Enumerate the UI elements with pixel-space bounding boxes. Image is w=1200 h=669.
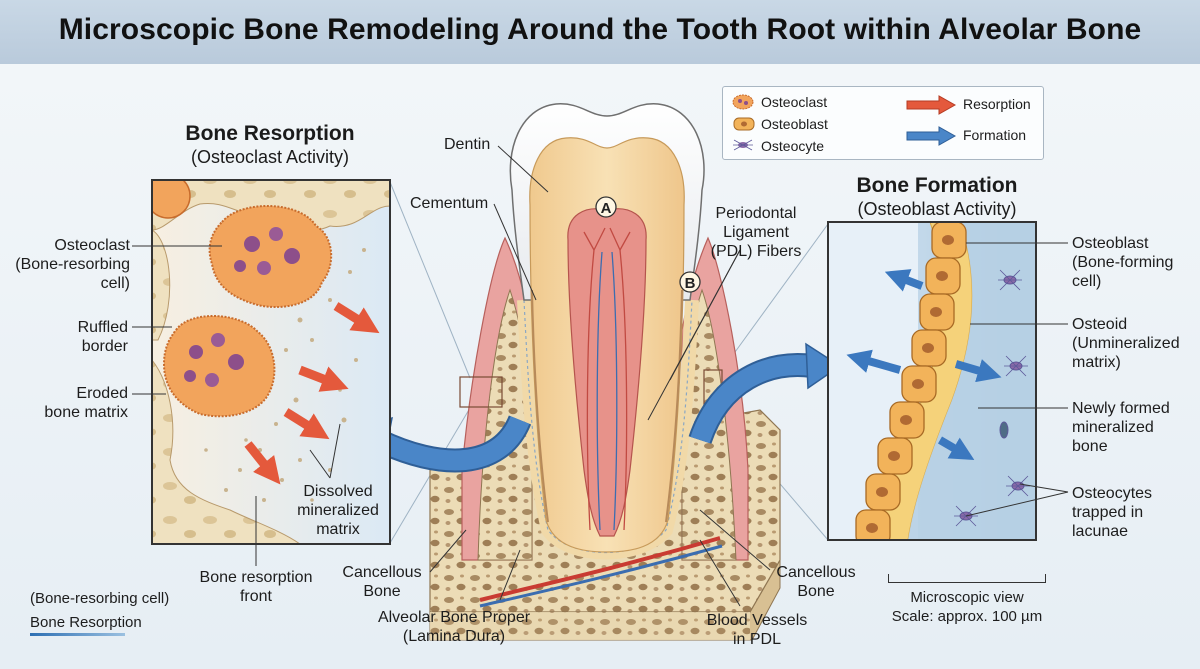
bottom-left-note: (Bone-resorbing cell) bbox=[30, 590, 170, 607]
label-pdl-fibers: Periodontal Ligament (PDL) Fibers bbox=[694, 204, 818, 261]
label-eroded-line1: Eroded bbox=[76, 385, 128, 402]
label-ruffled-border: Ruffled border bbox=[10, 318, 128, 356]
osteoclast-cell bbox=[162, 314, 276, 418]
formation-heading: Bone Formation (Osteoblast Activity) bbox=[826, 173, 1048, 220]
label-pdl-line2: Ligament bbox=[723, 224, 789, 241]
resorption-heading-subtitle: (Osteoclast Activity) bbox=[190, 147, 350, 167]
bottom-left-caption: Bone Resorption bbox=[30, 614, 142, 631]
label-newbone-line3: bone bbox=[1072, 438, 1108, 455]
label-dissolved-line3: matrix bbox=[316, 521, 360, 538]
resorption-heading: Bone Resorption (Osteoclast Activity) bbox=[152, 121, 388, 168]
label-ruffled-line1: Ruffled bbox=[77, 319, 128, 336]
formation-heading-title: Bone Formation bbox=[856, 174, 1018, 197]
osteoblast-legend-icon bbox=[733, 117, 755, 131]
legend-osteoblast: Osteoblast bbox=[761, 116, 828, 132]
label-osteocytes-line1: Osteocytes bbox=[1072, 485, 1153, 502]
label-osteocytes-line2: trapped in bbox=[1072, 504, 1144, 521]
label-eroded-matrix: Eroded bone matrix bbox=[10, 384, 128, 422]
label-cementum: Cementum bbox=[410, 195, 489, 212]
label-alveolar-line1: Alveolar Bone Proper bbox=[377, 609, 531, 626]
label-osteoid-line3: matrix) bbox=[1072, 354, 1121, 371]
label-osteoblast-line3: cell) bbox=[1072, 273, 1102, 290]
scale-caption-line1: Microscopic view bbox=[910, 589, 1024, 606]
label-pdl-line1: Periodontal bbox=[715, 205, 797, 222]
label-osteoclast-line1: Osteoclast bbox=[54, 237, 130, 254]
label-osteoblast: Osteoblast (Bone-forming cell) bbox=[1072, 234, 1196, 291]
label-osteoclast-line2: (Bone-resorbing bbox=[15, 256, 130, 273]
tooth-leader-lines bbox=[429, 145, 771, 607]
tooth-cross-section bbox=[429, 103, 781, 641]
label-pdl-line3: (PDL) Fibers bbox=[710, 243, 802, 260]
formation-legend-arrow-icon bbox=[906, 126, 957, 146]
label-cancellous-left-line2: Bone bbox=[363, 583, 401, 600]
label-osteoblast-line1: Osteoblast bbox=[1072, 235, 1149, 252]
osteocyte-legend-icon bbox=[733, 139, 753, 151]
title-bar: Microscopic Bone Remodeling Around the T… bbox=[0, 0, 1200, 65]
legend-osteocyte: Osteocyte bbox=[761, 138, 825, 154]
scale-caption: Microscopic view Scale: approx. 100 µm bbox=[872, 588, 1062, 626]
label-dentin: Dentin bbox=[444, 136, 491, 153]
label-cancellous-left: Cancellous Bone bbox=[334, 563, 430, 601]
label-newbone-line2: mineralized bbox=[1072, 419, 1154, 436]
marker-a: A bbox=[601, 200, 612, 217]
osteoclast-cell bbox=[208, 205, 333, 308]
label-blood-vessels: Blood Vessels in PDL bbox=[692, 611, 822, 649]
label-alveolar-line2: (Lamina Dura) bbox=[402, 628, 506, 645]
scale-caption-line2: Scale: approx. 100 µm bbox=[891, 608, 1043, 625]
label-osteoid-line1: Osteoid bbox=[1072, 316, 1128, 333]
label-osteoclast: Osteoclast (Bone-resorbing cell) bbox=[10, 236, 130, 293]
label-ruffled-line2: border bbox=[81, 338, 128, 355]
osteoclast-legend-icon bbox=[732, 94, 754, 110]
label-osteoclast-line3: cell) bbox=[100, 275, 130, 292]
label-vessels-line1: Blood Vessels bbox=[706, 612, 808, 629]
label-osteocytes: Osteocytes trapped in lacunae bbox=[1072, 484, 1196, 541]
formation-callout-arrow bbox=[805, 342, 842, 390]
label-resorption-front: Bone resorption front bbox=[184, 568, 328, 606]
formation-panel bbox=[827, 221, 1069, 541]
legend-resorption: Resorption bbox=[963, 96, 1031, 112]
label-eroded-line2: bone matrix bbox=[44, 404, 128, 421]
resorption-heading-title: Bone Resorption bbox=[185, 122, 355, 145]
label-dissolved-line1: Dissolved bbox=[303, 483, 373, 500]
marker-b: B bbox=[685, 275, 696, 292]
label-osteoid-line2: (Unmineralized bbox=[1072, 335, 1180, 352]
scale-bar bbox=[888, 574, 1046, 583]
bottom-left-underline bbox=[30, 633, 125, 636]
label-cancellous-right: Cancellous Bone bbox=[766, 563, 866, 601]
formation-heading-subtitle: (Osteoblast Activity) bbox=[857, 199, 1017, 219]
label-vessels-line2: in PDL bbox=[732, 631, 782, 648]
label-cancellous-right-line2: Bone bbox=[797, 583, 835, 600]
label-osteoid: Osteoid (Unmineralized matrix) bbox=[1072, 315, 1196, 372]
label-osteocytes-line3: lacunae bbox=[1072, 523, 1129, 540]
label-newbone-line1: Newly formed bbox=[1072, 400, 1170, 417]
label-front-line1: Bone resorption bbox=[199, 569, 313, 586]
label-dissolved-line2: mineralized bbox=[297, 502, 379, 519]
label-cancellous-right-line1: Cancellous bbox=[776, 564, 856, 581]
resorption-legend-arrow-icon bbox=[906, 95, 957, 115]
label-new-bone: Newly formed mineralized bone bbox=[1072, 399, 1196, 456]
legend-formation: Formation bbox=[963, 127, 1027, 143]
label-front-line2: front bbox=[239, 588, 272, 605]
page-title: Microscopic Bone Remodeling Around the T… bbox=[58, 13, 1142, 46]
legend-box: Osteoclast Osteoblast Osteocyte Resorpti… bbox=[722, 86, 1044, 160]
label-dissolved-matrix: Dissolved mineralized matrix bbox=[286, 482, 390, 539]
resorption-panel bbox=[132, 179, 391, 566]
label-cancellous-left-line1: Cancellous bbox=[342, 564, 422, 581]
legend-osteoclast: Osteoclast bbox=[761, 94, 828, 110]
label-alveolar-bone-proper: Alveolar Bone Proper (Lamina Dura) bbox=[364, 608, 544, 646]
label-osteoblast-line2: (Bone-forming bbox=[1072, 254, 1174, 271]
